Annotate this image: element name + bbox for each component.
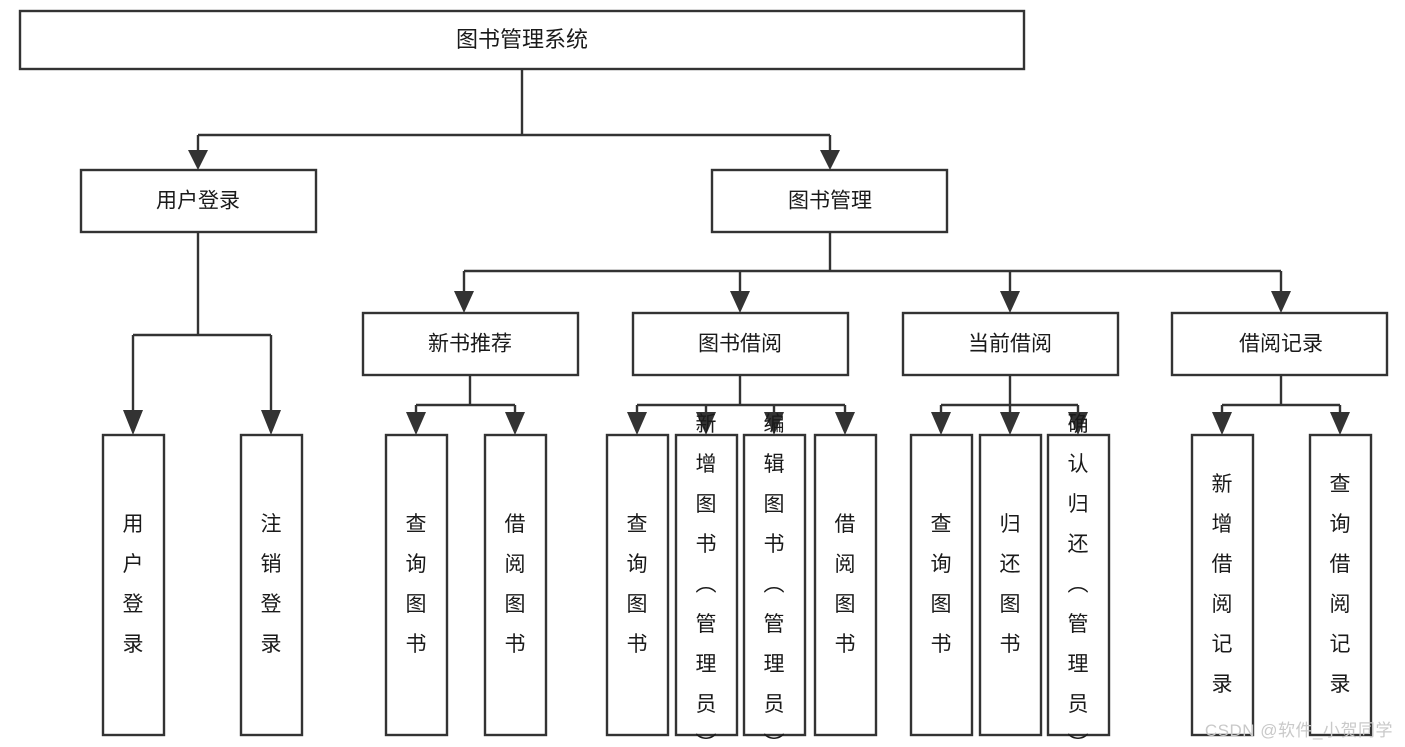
leaf-label: 借阅图书 [505, 513, 526, 656]
arrowhead-book-borrow-leaf2 [696, 412, 716, 435]
borrow-records-box[interactable] [1170, 311, 1389, 377]
user-login-box[interactable] [79, 168, 318, 234]
arrowhead-book-borrow-leaf3 [764, 412, 784, 435]
arrowhead-current-borrow-leaf1 [931, 412, 951, 435]
leaf-label: 新增图书︵管理员︶ [696, 413, 717, 747]
leaf-label: 编辑图书︵管理员︶ [764, 413, 785, 747]
leaf-box[interactable] [742, 433, 807, 737]
leaf-label: 借阅图书 [835, 513, 856, 656]
node-borrow-records[interactable]: 借阅记录 [1170, 311, 1389, 377]
arrowhead-new-book-leaf1 [406, 412, 426, 435]
root-box[interactable] [18, 9, 1026, 71]
leaf-box[interactable] [239, 433, 304, 737]
arrowhead-book-borrow [730, 291, 750, 313]
arrowhead-current-borrow-leaf2 [1000, 412, 1020, 435]
leaf-borrow-records-1[interactable]: 新增借阅记录 [1190, 433, 1255, 737]
arrowhead-new-book [454, 291, 474, 313]
leaf-book-borrow-4[interactable]: 借阅图书 [813, 433, 878, 737]
book-borrow-box[interactable] [631, 311, 850, 377]
leaf-box[interactable] [1190, 433, 1255, 737]
leaf-book-borrow-3[interactable]: 编辑图书︵管理员︶ [742, 413, 807, 747]
leaf-current-borrow-2[interactable]: 归还图书 [978, 433, 1043, 737]
leaf-current-borrow-1[interactable]: 查询图书 [909, 433, 974, 737]
leaf-user-login-2[interactable]: 注销登录 [239, 433, 304, 737]
arrowhead-current-borrow-leaf3 [1068, 412, 1088, 435]
leaf-book-borrow-2[interactable]: 新增图书︵管理员︶ [674, 413, 739, 747]
leaf-label: 查询图书 [931, 513, 952, 656]
arrowhead-book-borrow-leaf1 [627, 412, 647, 435]
leaf-label: 用户登录 [123, 513, 144, 656]
root-label: 图书管理系统 [456, 27, 588, 52]
arrowhead-borrow-records-leaf1 [1212, 412, 1232, 435]
leaf-box[interactable] [674, 433, 739, 737]
leaf-label: 确认归还︵管理员︶ [1068, 413, 1089, 747]
current-borrow-box[interactable] [901, 311, 1120, 377]
node-root[interactable]: 图书管理系统 [18, 9, 1026, 71]
leaf-box[interactable] [605, 433, 670, 737]
borrow-records-label: 借阅记录 [1239, 333, 1323, 356]
arrowhead-borrow-records [1271, 291, 1291, 313]
leaf-label: 查询借阅记录 [1330, 473, 1351, 696]
arrowhead-book-manage [820, 150, 840, 170]
leaf-label: 归还图书 [1000, 513, 1021, 656]
arrowhead-user-login [188, 150, 208, 170]
book-manage-label: 图书管理 [788, 190, 872, 213]
arrowhead-user-login-leaf2 [261, 410, 281, 435]
current-borrow-label: 当前借阅 [968, 333, 1052, 356]
leaf-label: 查询图书 [627, 513, 648, 656]
leaf-current-borrow-3[interactable]: 确认归还︵管理员︶ [1046, 413, 1111, 747]
leaf-box[interactable] [1046, 433, 1111, 737]
new-book-recommend-label: 新书推荐 [428, 333, 512, 356]
leaf-new-book-2[interactable]: 借阅图书 [483, 433, 548, 737]
leaf-box[interactable] [101, 433, 166, 737]
leaf-label: 新增借阅记录 [1212, 473, 1233, 696]
arrowhead-borrow-records-leaf2 [1330, 412, 1350, 435]
leaf-book-borrow-1[interactable]: 查询图书 [605, 433, 670, 737]
leaf-box[interactable] [978, 433, 1043, 737]
arrowhead-current-borrow [1000, 291, 1020, 313]
new-book-recommend-box[interactable] [361, 311, 580, 377]
leaf-label: 注销登录 [261, 513, 282, 656]
arrowhead-new-book-leaf2 [505, 412, 525, 435]
leaf-box[interactable] [1308, 433, 1373, 737]
leaf-label: 查询图书 [406, 513, 427, 656]
leaf-new-book-1[interactable]: 查询图书 [384, 433, 449, 737]
book-manage-box[interactable] [710, 168, 949, 234]
leaf-box[interactable] [909, 433, 974, 737]
book-borrow-label: 图书借阅 [698, 333, 782, 356]
node-new-book-recommend[interactable]: 新书推荐 [361, 311, 580, 377]
leaf-user-login-1[interactable]: 用户登录 [101, 433, 166, 737]
node-user-login[interactable]: 用户登录 [79, 168, 318, 234]
leaf-borrow-records-2[interactable]: 查询借阅记录 [1308, 433, 1373, 737]
leaf-box[interactable] [483, 433, 548, 737]
arrowhead-book-borrow-leaf4 [835, 412, 855, 435]
arrowhead-user-login-leaf1 [123, 410, 143, 435]
connector-layer [123, 69, 1350, 435]
node-current-borrow[interactable]: 当前借阅 [901, 311, 1120, 377]
node-book-borrow[interactable]: 图书借阅 [631, 311, 850, 377]
leaf-box[interactable] [813, 433, 878, 737]
leaf-box[interactable] [384, 433, 449, 737]
user-login-label: 用户登录 [156, 190, 240, 213]
node-book-manage[interactable]: 图书管理 [710, 168, 949, 234]
